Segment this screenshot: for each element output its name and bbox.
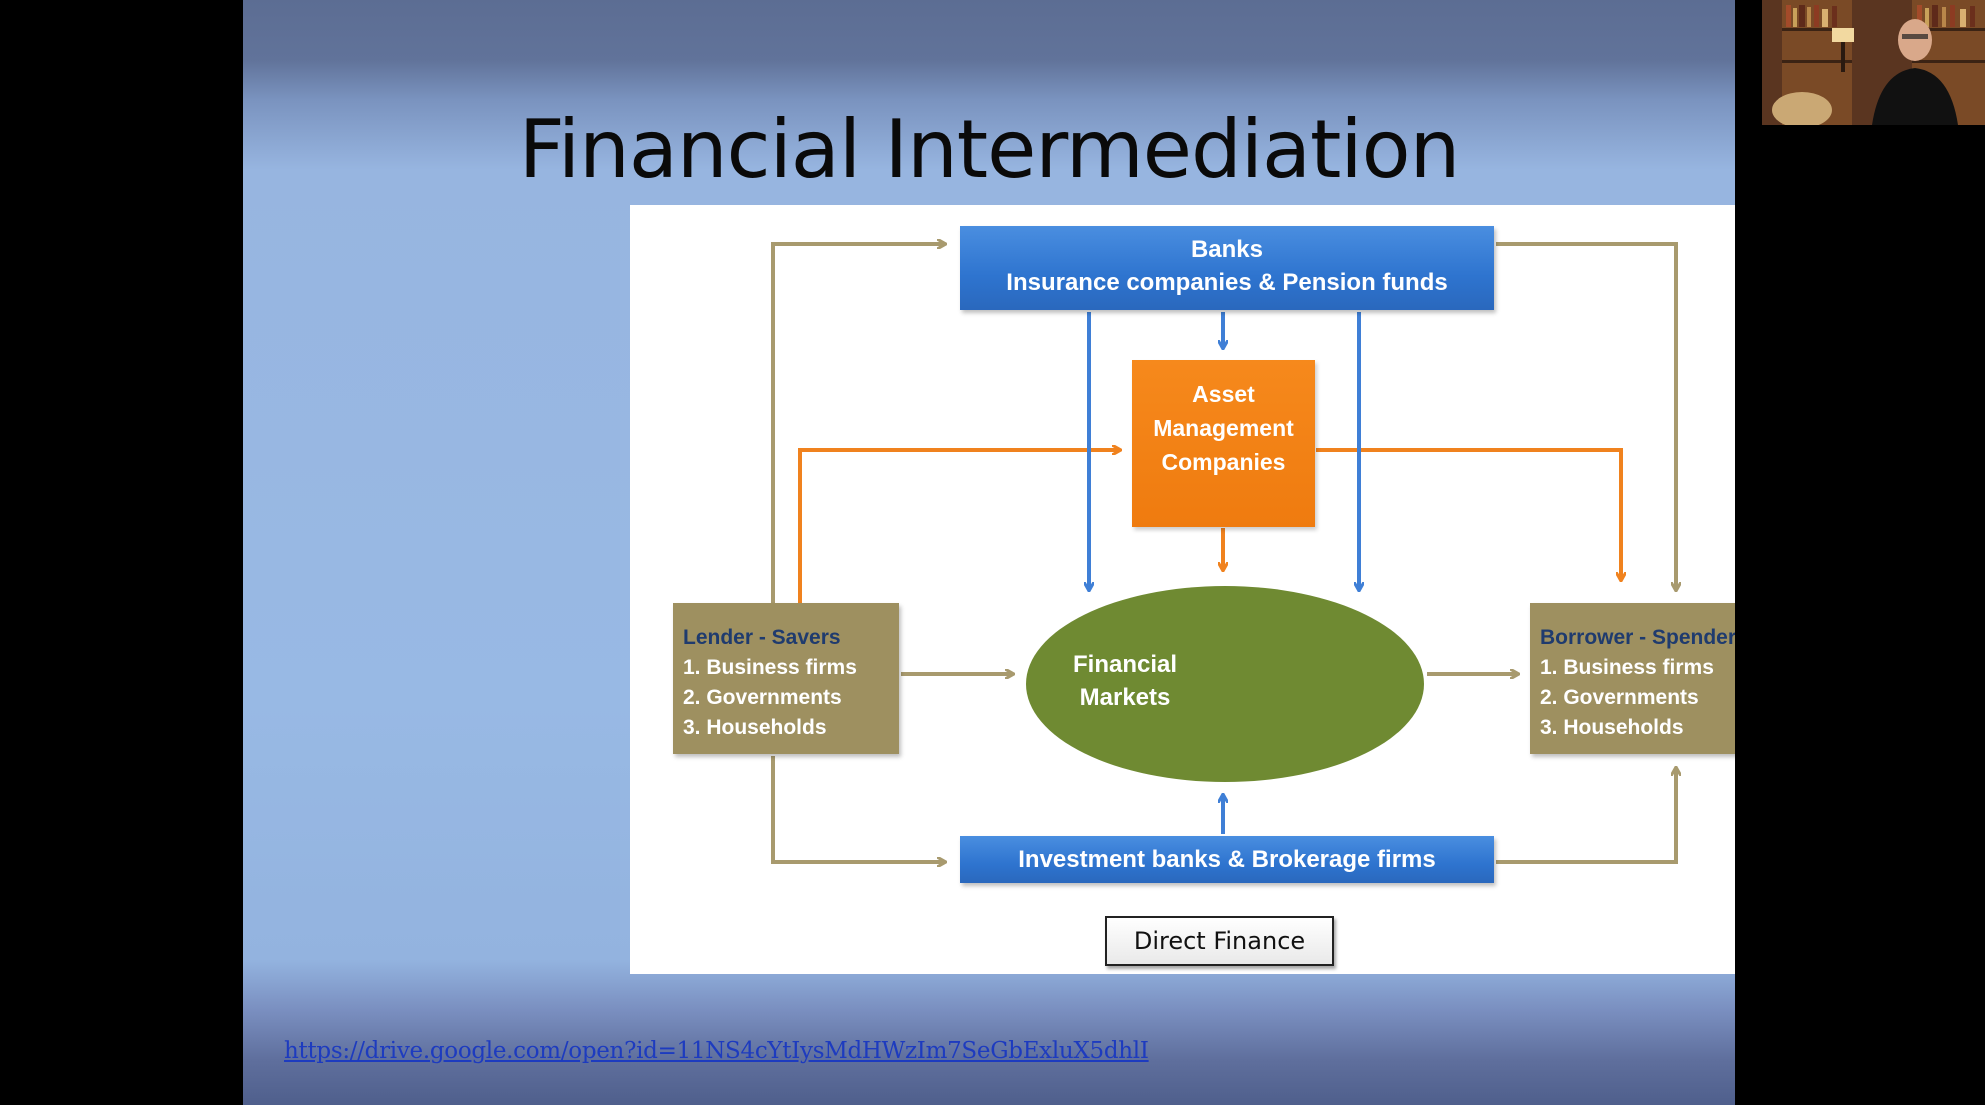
lender-heading: Lender - Savers xyxy=(683,626,841,649)
markets-line-2: Markets xyxy=(1079,684,1171,711)
borrower-heading: Borrower - Spenders xyxy=(1540,626,1748,649)
asset-line-2: Management xyxy=(1153,415,1294,441)
arrow-banks-to-borrower xyxy=(1496,242,1676,590)
lender-item: 2. Governments xyxy=(683,686,842,709)
borrower-item: 2. Governments xyxy=(1540,686,1699,709)
presentation-slide: Financial Intermediation xyxy=(243,0,1798,1105)
arrow-investment-banks-to-borrower xyxy=(1496,768,1676,864)
arrow-lender-to-investment-banks xyxy=(771,756,945,862)
webcam-presenter-thumbnail xyxy=(1762,0,1985,125)
arrow-asset-mgmt-to-borrower xyxy=(1316,448,1621,580)
banks-box: Banks Insurance companies & Pension fund… xyxy=(960,226,1494,310)
financial-intermediation-diagram: Banks Insurance companies & Pension fund… xyxy=(630,205,1798,974)
arrow-lender-to-banks xyxy=(771,244,945,603)
webcam-scene xyxy=(1762,0,1985,125)
investment-banks-label: Investment banks & Brokerage firms xyxy=(1018,846,1436,873)
google-drive-link[interactable]: https://drive.google.com/open?id=11NS4cY… xyxy=(284,1038,1149,1064)
asset-line-3: Companies xyxy=(1161,449,1286,475)
investment-banks-box: Investment banks & Brokerage firms xyxy=(960,836,1494,883)
insurance-pension-label: Insurance companies & Pension funds xyxy=(1006,269,1448,296)
arrow-lender-to-asset-mgmt xyxy=(798,450,1120,603)
lender-savers-box: Lender - Savers 1. Business firms 2. Gov… xyxy=(673,603,899,754)
banks-label: Banks xyxy=(1190,236,1264,263)
direct-finance-label: Direct Finance xyxy=(1105,916,1334,966)
asset-line-1: Asset xyxy=(1192,381,1255,407)
slide-title: Financial Intermediation xyxy=(518,103,1461,196)
diagram-connectors xyxy=(771,205,1798,974)
financial-markets-ellipse xyxy=(1026,586,1424,782)
lender-item: 1. Business firms xyxy=(683,656,857,679)
borrower-item: 3. Households xyxy=(1540,716,1684,739)
borrower-item: 1. Business firms xyxy=(1540,656,1714,679)
lender-item: 3. Households xyxy=(683,716,827,739)
left-black-margin xyxy=(0,0,243,1105)
right-black-margin xyxy=(1735,0,1985,1105)
asset-management-box: Asset Management Companies xyxy=(1132,360,1315,527)
markets-line-1: Financial xyxy=(1072,651,1178,678)
financial-markets-label: Financial Markets xyxy=(1025,648,1225,714)
